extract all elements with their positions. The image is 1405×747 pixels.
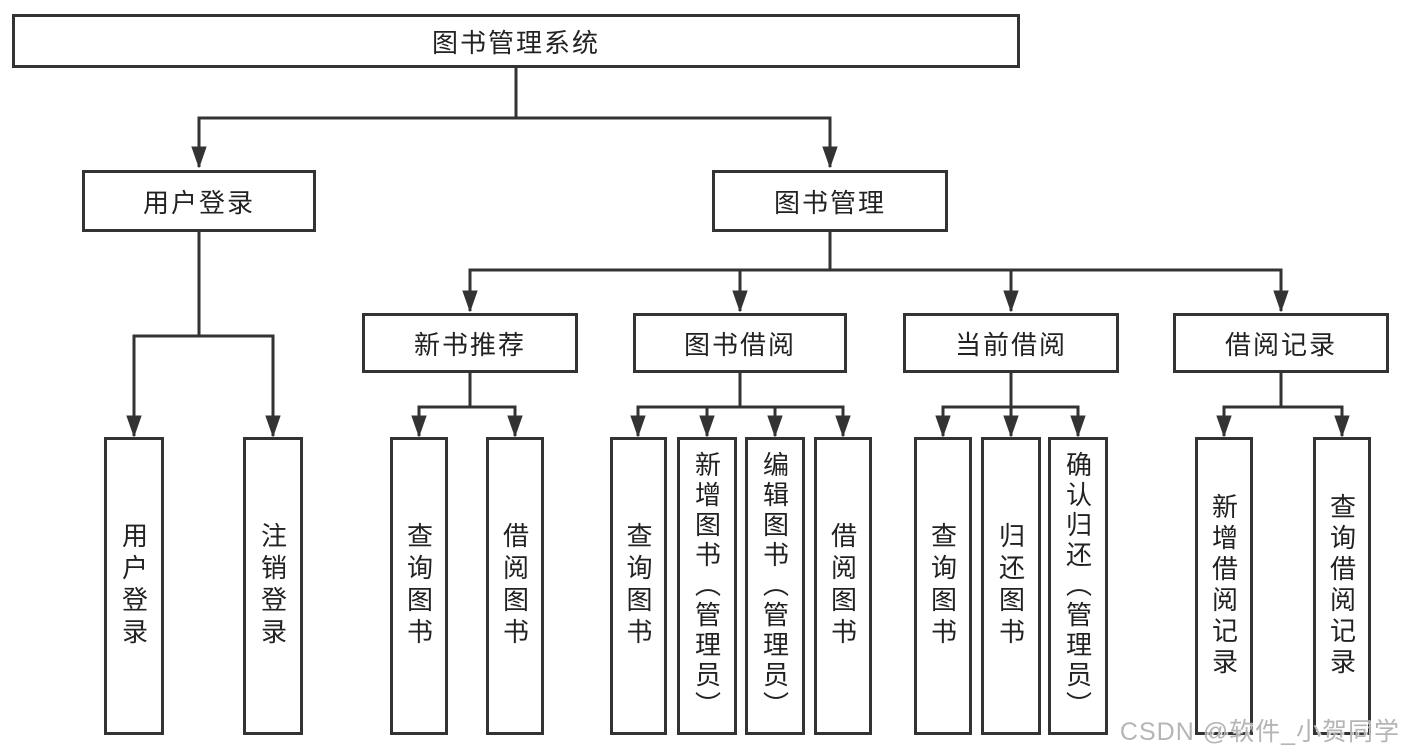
leaf-borrow-books-recommend: 借阅图书 bbox=[486, 437, 544, 735]
leaf-add-borrow-record: 新增借阅记录 bbox=[1195, 437, 1253, 735]
leaf-confirm-return-admin: 确认归还（管理员） bbox=[1048, 437, 1108, 735]
node-book-management: 图书管理 bbox=[712, 170, 948, 232]
connector-group bbox=[133, 68, 1344, 436]
leaf-query-books-recommend: 查询图书 bbox=[390, 437, 448, 735]
leaf-query-borrow-record: 查询借阅记录 bbox=[1313, 437, 1371, 735]
node-system-root: 图书管理系统 bbox=[12, 14, 1020, 68]
leaf-borrow-books: 借阅图书 bbox=[814, 437, 872, 735]
leaf-logout: 注销登录 bbox=[243, 437, 303, 735]
node-user-login: 用户登录 bbox=[82, 170, 316, 232]
node-book-borrowing: 图书借阅 bbox=[633, 313, 847, 373]
node-borrowing-records: 借阅记录 bbox=[1173, 313, 1389, 373]
leaf-query-books-borrowing: 查询图书 bbox=[610, 437, 667, 735]
node-new-book-recommend: 新书推荐 bbox=[362, 313, 578, 373]
leaf-query-books-current: 查询图书 bbox=[914, 437, 972, 735]
leaf-user-login: 用户登录 bbox=[104, 437, 164, 735]
leaf-edit-book-admin: 编辑图书（管理员） bbox=[745, 437, 805, 735]
leaf-return-books: 归还图书 bbox=[981, 437, 1041, 735]
leaf-add-book-admin: 新增图书（管理员） bbox=[677, 437, 737, 735]
node-current-borrowing: 当前借阅 bbox=[903, 313, 1119, 373]
csdn-watermark: CSDN @软件_小贺同学 bbox=[1119, 718, 1400, 746]
